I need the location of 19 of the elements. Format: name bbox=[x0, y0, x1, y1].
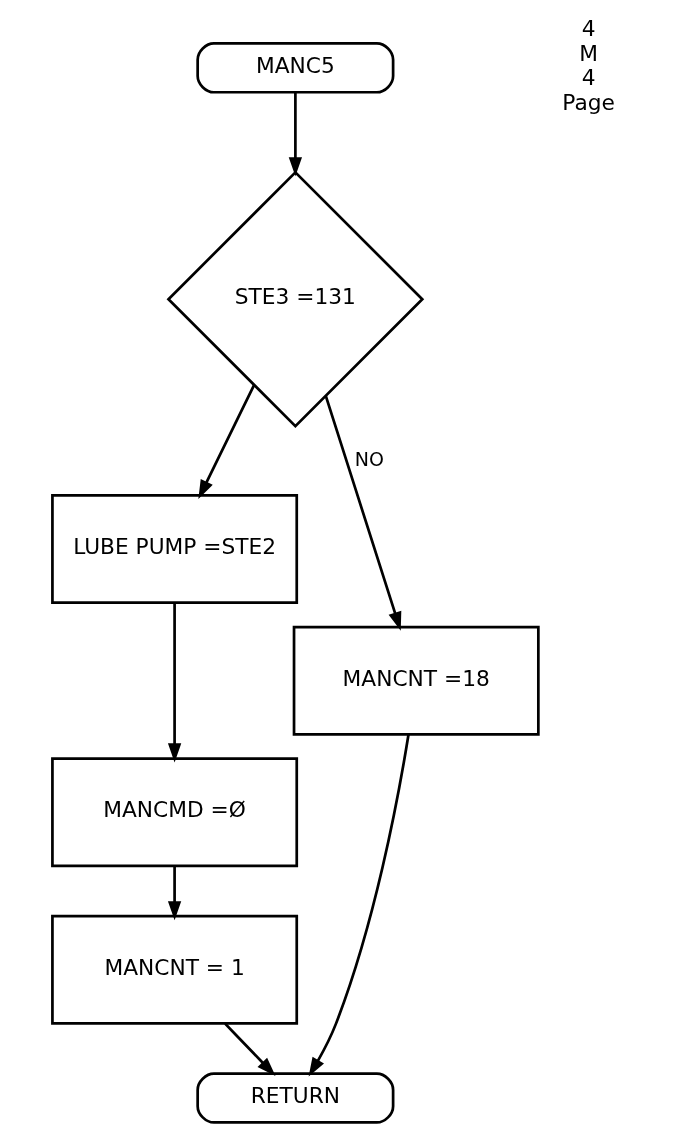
arrow bbox=[324, 395, 401, 631]
label: 4 bbox=[581, 65, 595, 91]
node-box: RETURN bbox=[195, 1072, 394, 1124]
arrow bbox=[288, 92, 302, 177]
label: 4 bbox=[581, 16, 595, 42]
node-box: MANCMD =Ø bbox=[50, 757, 298, 868]
edge-label: NO bbox=[354, 447, 384, 470]
arrow bbox=[167, 866, 181, 921]
node-box: LUBE PUMP =STE2 bbox=[50, 494, 298, 604]
node-box: MANC5 bbox=[195, 42, 394, 94]
arrow bbox=[308, 734, 410, 1077]
arrow bbox=[223, 1022, 275, 1076]
label: M bbox=[578, 40, 598, 66]
node-diamond: STE3 =131 bbox=[166, 170, 424, 429]
arrow bbox=[197, 384, 255, 500]
node-box: MANCNT =18 bbox=[292, 625, 540, 736]
arrow bbox=[167, 603, 181, 763]
node-box: MANCNT = 1 bbox=[50, 914, 298, 1025]
label: Page bbox=[561, 89, 615, 115]
